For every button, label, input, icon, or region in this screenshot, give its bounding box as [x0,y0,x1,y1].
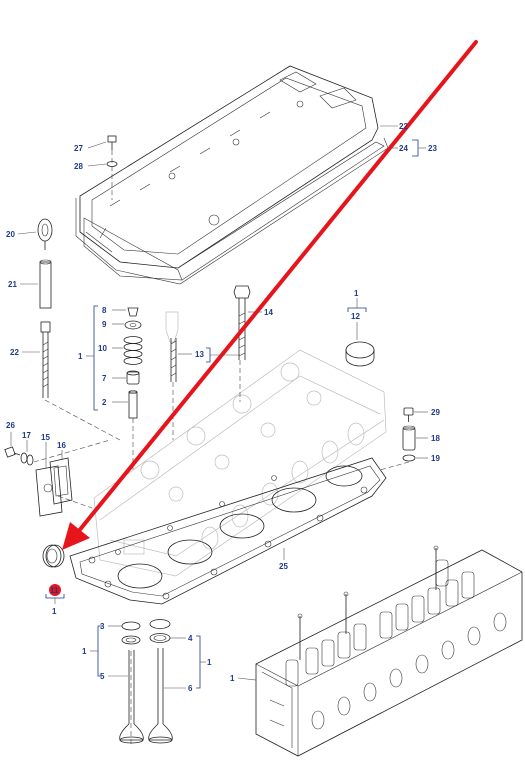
sealing-washer-pair [20,439,111,466]
callout-17: 17 [22,431,31,440]
callout-3: 3 [100,622,105,631]
gasket-plate [35,465,63,517]
injector-nozzle-ghost [165,311,179,343]
spacer-tube [39,259,52,309]
callout-19: 19 [431,454,440,463]
callout-12: 12 [351,312,360,321]
cylinder-head-stud [170,338,177,382]
intake-valve-seal-left [121,621,141,645]
red-pointer-arrow [62,40,478,550]
alignment-lines [57,360,410,744]
callout-14: 14 [264,308,273,317]
callout-6: 6 [188,684,193,693]
callout-18: 18 [431,434,440,443]
callout-4: 4 [188,634,193,643]
expansion-plug-large [345,341,375,367]
valve-stem-seal [126,370,140,385]
banjo-bolt [4,446,21,458]
red-highlight-dot [49,584,61,596]
exhaust-valve [148,648,173,744]
cover-bolt [106,135,118,200]
cylinder-head-ghost [93,349,387,577]
callout-29: 29 [431,408,440,417]
callout-21: 21 [8,280,17,289]
head-gasket [69,457,387,605]
callout-labels: 27 28 22 24 23 20 21 22 8 9 10 1 7 2 14 … [6,122,440,693]
callout-23: 23 [428,144,437,153]
exhaust-valve-seal-right [149,619,171,643]
callout-5: 5 [100,672,105,681]
callout-25: 25 [279,562,288,571]
spring-retainer [124,320,142,330]
callout-20: 20 [6,230,15,239]
cylinder-head-assembly [255,545,523,757]
sensor-body [402,425,416,451]
callout-22-stud: 22 [10,348,19,357]
valve-cotter [127,307,139,317]
plug-screw [403,407,414,422]
callout-1-valves-right: 1 [207,658,212,667]
callout-10: 10 [98,344,107,353]
rocker-cover [75,65,389,285]
callout-1-seal: 1 [354,289,359,298]
o-ring [402,454,416,462]
expansion-plug-highlighted [42,544,65,568]
callout-9: 9 [102,320,107,329]
callout-24: 24 [399,144,408,153]
long-stud [40,321,121,441]
callout-13: 13 [195,350,204,359]
callout-15: 15 [41,433,50,442]
leader-lines [10,125,428,689]
callout-16: 16 [57,441,66,450]
callout-27: 27 [74,144,83,153]
callout-1-valves-left: 1 [82,647,87,656]
callout-1-group: 1 [78,352,83,361]
callout-7: 7 [102,374,107,383]
lifting-eye [37,218,53,250]
callout-22-cover: 22 [399,122,408,131]
callout-1-head: 1 [230,674,235,683]
callout-2: 2 [102,398,107,407]
callout-11: 11 [50,586,59,595]
callout-1-plug: 1 [52,607,57,616]
intake-valve [119,650,144,744]
valve-spring [123,336,143,365]
callout-26: 26 [6,421,15,430]
callout-28: 28 [74,162,83,171]
callout-8: 8 [102,306,107,315]
